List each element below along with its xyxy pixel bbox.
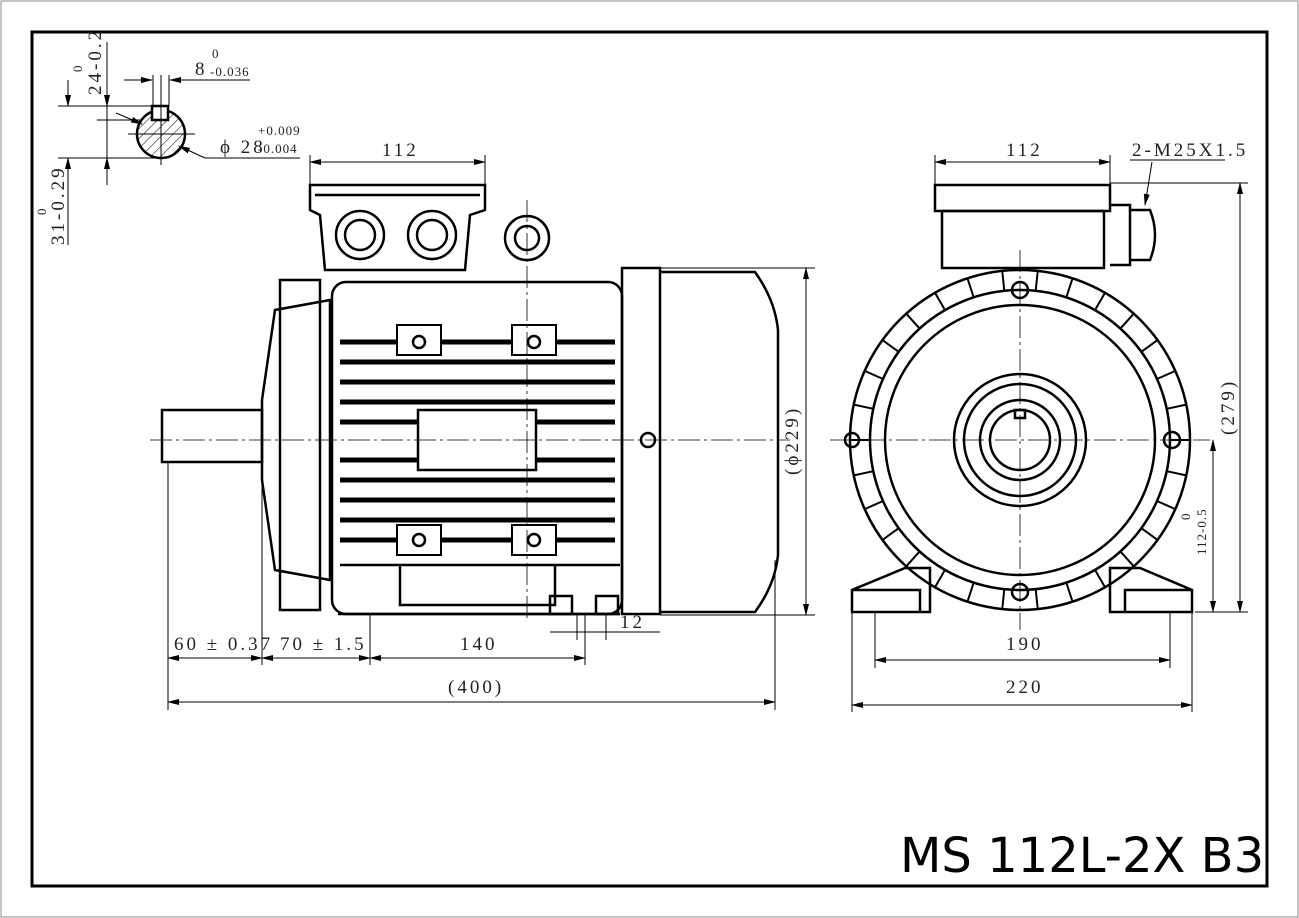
fan-cover-dia-dim: (ϕ229) — [782, 406, 803, 475]
cooling-fin — [1140, 339, 1159, 353]
cooling-fin — [1166, 403, 1187, 410]
cooling-fin — [1094, 292, 1106, 311]
key-width-dim: 8 — [195, 59, 208, 80]
drawing-frame — [30, 30, 1269, 888]
shaft-height-dim: 31-0.29 — [48, 165, 69, 245]
overall-height-dim: (279) — [1218, 379, 1239, 435]
cooling-fin — [1065, 278, 1074, 298]
cooling-fin — [881, 339, 900, 353]
side-view-dimensions: 112 (ϕ229) 60 ± 0.37 70 ± 1.5 140 12 (40… — [167, 140, 815, 710]
tol: 0 — [34, 208, 49, 216]
cooling-fin — [853, 470, 874, 477]
cooling-fin — [905, 550, 921, 568]
drawing-title: MS 112L-2X B3 — [900, 828, 1264, 884]
right-foot — [1108, 566, 1194, 614]
cooling-fin — [966, 278, 975, 298]
foot-spacing-dim: 140 — [460, 634, 498, 655]
terminal-box-width-dim: 112 — [382, 140, 419, 161]
cooling-fin — [966, 582, 975, 602]
cooling-fin — [1001, 270, 1006, 291]
shaft — [160, 408, 264, 464]
cooling-fin — [1001, 589, 1006, 610]
tol: +0.009 — [258, 123, 301, 138]
cooling-fin — [1034, 270, 1039, 291]
tol: -0.036 — [210, 64, 250, 79]
cooling-fin — [1140, 527, 1159, 541]
tol: 0 — [212, 46, 220, 61]
terminal-box — [308, 183, 487, 272]
cooling-fin — [1119, 312, 1135, 330]
terminal-box-width-dim: 112 — [1006, 140, 1043, 161]
foot — [338, 563, 620, 616]
cooling-fin — [934, 569, 946, 588]
cooling-fin — [1156, 369, 1176, 380]
shaft-section-detail: 8 0 -0.036 24-0.2 0 ϕ 28 +0.009 -0.004 3… — [34, 28, 301, 245]
key-height-dim: 24-0.2 — [85, 28, 106, 95]
cooling-fin — [1156, 500, 1176, 511]
fan-cover — [660, 270, 780, 614]
cooling-fin — [1166, 470, 1187, 477]
cable-gland — [1110, 203, 1157, 267]
shaft-length-dim: 60 ± 0.37 — [174, 634, 273, 655]
cooling-fin — [1065, 582, 1074, 602]
cooling-fin — [905, 312, 921, 330]
foot-hole-spacing-dim: 190 — [1006, 634, 1044, 655]
tol: 0 — [1178, 513, 1193, 521]
cooling-fin — [1034, 589, 1039, 610]
foot-width-dim: 220 — [1006, 677, 1044, 698]
side-view — [150, 183, 790, 620]
shaft-dia-dim: ϕ 28 — [220, 137, 266, 158]
cooling-fin — [864, 500, 884, 511]
shaft-height-dim: 112-0.5 — [1194, 508, 1209, 555]
cooling-fin — [853, 403, 874, 410]
foot-hole-dim: 12 — [620, 612, 645, 633]
flange-to-foot-dim: 70 ± 1.5 — [280, 634, 367, 655]
overall-length-dim: (400) — [448, 677, 504, 698]
cooling-fin — [881, 527, 900, 541]
tol: 0 — [70, 65, 85, 73]
cooling-fin — [864, 369, 884, 380]
cable-gland-dim: 2-M25X1.5 — [1132, 140, 1248, 161]
cooling-fin — [1094, 569, 1106, 588]
terminal-box-lid — [933, 183, 1112, 213]
terminal-box — [940, 209, 1106, 270]
left-foot — [850, 566, 932, 614]
front-view — [830, 183, 1210, 630]
cooling-fin — [1119, 550, 1135, 568]
front-view-dimensions: 112 2-M25X1.5 (279) 112-0.5 0 190 220 — [851, 140, 1248, 712]
cooling-fin — [934, 292, 946, 311]
fan-cover-ring — [620, 266, 662, 616]
tol: -0.004 — [258, 141, 298, 156]
